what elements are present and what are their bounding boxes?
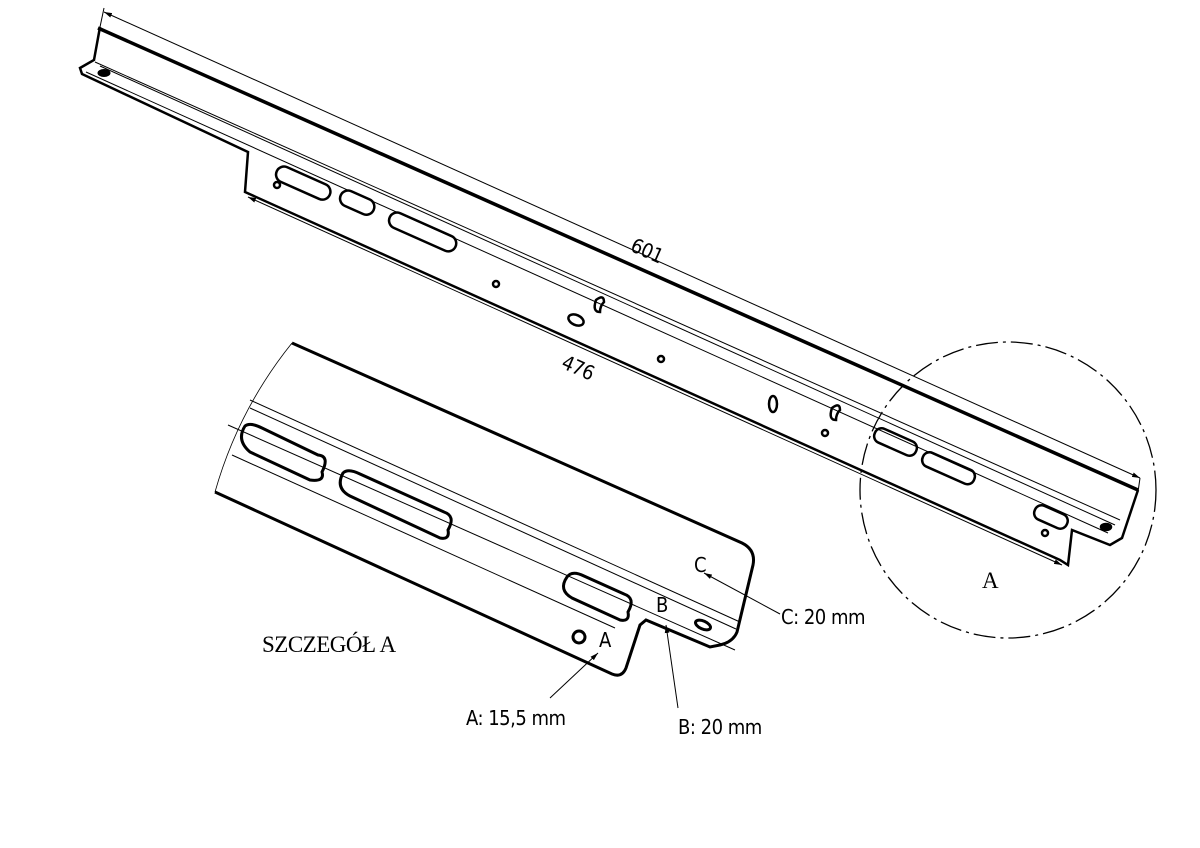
dimension-601 — [99, 7, 1141, 493]
detail-circle — [859, 341, 1157, 639]
detail-circle-label: A — [982, 568, 999, 593]
callout-b-text: B: 20 mm — [678, 715, 762, 739]
callout-c-marker: C — [694, 553, 707, 577]
callout-b-marker: B — [656, 593, 668, 617]
dimension-476 — [247, 196, 1063, 566]
detail-title: SZCZEGÓŁ A — [262, 632, 396, 657]
callout-c-text: C: 20 mm — [781, 605, 866, 629]
callout-a-text: A: 15,5 mm — [466, 706, 566, 730]
detail-a-view — [214, 341, 781, 709]
callout-a-marker: A — [599, 628, 611, 652]
